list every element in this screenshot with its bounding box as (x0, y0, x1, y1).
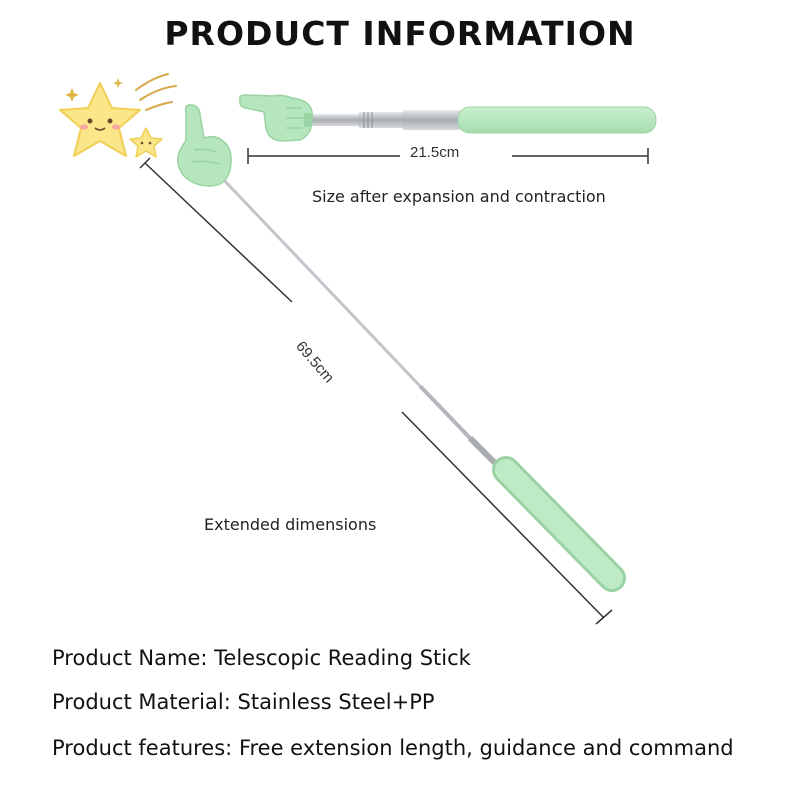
caption-extended: Extended dimensions (204, 515, 377, 534)
extended-stick (220, 176, 626, 592)
dimension-line-short (247, 148, 649, 164)
spec-product-material: Product Material: Stainless Steel+PP (52, 690, 435, 714)
spec-label: Product Material: (52, 690, 231, 714)
big-star-icon (59, 82, 141, 157)
spec-value: Telescopic Reading Stick (214, 646, 471, 670)
spec-label: Product features: (52, 736, 233, 760)
spec-value: Free extension length, guidance and comm… (238, 736, 734, 760)
spec-value: Stainless Steel+PP (237, 690, 435, 714)
page-title: PRODUCT INFORMATION (164, 14, 636, 53)
dimension-line-long (139, 157, 613, 625)
spec-product-name: Product Name: Telescopic Reading Stick (52, 646, 471, 670)
contracted-stick (306, 106, 657, 134)
dimension-label-short: 21.5cm (410, 144, 460, 161)
pointing-finger-icon (177, 104, 232, 187)
motion-lines (135, 73, 177, 111)
pointing-hand-icon (238, 94, 313, 142)
spec-label: Product Name: (52, 646, 208, 670)
spec-product-features: Product features: Free extension length,… (52, 736, 734, 760)
sparkle-icon (65, 78, 123, 102)
caption-contracted: Size after expansion and contraction (312, 187, 606, 206)
small-star-icon (129, 127, 163, 158)
